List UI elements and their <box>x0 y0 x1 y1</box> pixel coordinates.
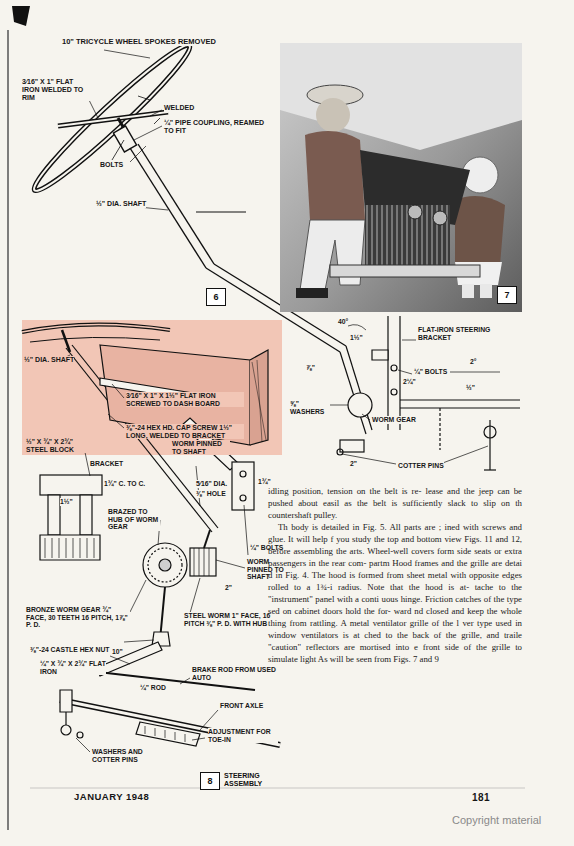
callout-label: WORM PINNED TO SHAFT <box>172 440 230 455</box>
callout-label: WELDED <box>164 104 194 112</box>
figure-number: 6 <box>213 292 218 302</box>
figure-number: 8 <box>207 776 212 786</box>
figure-number-box: 8STEERING ASSEMBLY <box>200 772 220 790</box>
callout-label: ¼" PIPE COUPLING, REAMED TO FIT <box>164 119 274 135</box>
callout-label: FRONT AXLE <box>220 702 263 710</box>
callout-label: 40° <box>338 318 348 326</box>
callout-label: ¼" BOLTS <box>414 368 447 376</box>
bracket-detail <box>337 316 520 470</box>
steering-assembly-fig8 <box>22 324 280 746</box>
callout-label: ⅜" HOLE <box>196 490 226 498</box>
footer-rule <box>30 788 525 789</box>
steering-wheel-fig6 <box>26 37 246 268</box>
figure-number: 7 <box>504 290 509 300</box>
callout-label: 2" <box>350 460 357 468</box>
callout-label: 3⁄16" X 1" X 1½" FLAT IRON SCREWED TO DA… <box>126 392 244 407</box>
callout-label: 2° <box>470 358 477 366</box>
callout-label: ¼" X ¾" X 2¾" FLAT IRON <box>40 660 106 675</box>
callout-label: BRAKE ROD FROM USED AUTO <box>192 666 282 681</box>
callout-label: BRAZED TO HUB OF WORM GEAR <box>108 508 160 531</box>
callout-label: ⅜"-24 CASTLE HEX NUT <box>30 646 110 654</box>
callout-label: ⅞" <box>306 364 315 372</box>
page-footer: 181 <box>472 792 490 803</box>
callout-label: ½" <box>466 384 475 392</box>
figure-number-box: 6 <box>206 288 226 306</box>
body-text: idling position, tension on the belt is … <box>268 486 522 522</box>
callout-label: WASHERS AND COTTER PINS <box>92 748 154 763</box>
photo-fig7 <box>280 43 522 312</box>
callout-label: STEEL WORM 1" FACE, 16 PITCH ⅜" P. D. WI… <box>184 612 280 627</box>
callout-label: 5⁄16" DIA. <box>196 480 227 488</box>
callout-label: FLAT-IRON STEERING BRACKET <box>418 326 498 341</box>
callout-label: BOLTS <box>100 161 123 169</box>
callout-label: 10" <box>112 648 123 656</box>
callout-label: WORM GEAR <box>372 416 416 424</box>
body-text: Th body is detailed in Fig. 5. All parts… <box>268 522 522 666</box>
figure-number-box: 7 <box>497 286 517 304</box>
callout-label: 1½" <box>60 498 73 506</box>
callout-label: 1¾" C. TO C. <box>104 480 145 488</box>
callout-label: BRONZE WORM GEAR ¾" FACE, 30 TEETH 16 PI… <box>26 606 130 629</box>
callout-label: 2¼" <box>403 378 416 386</box>
page-footer: JANUARY 1948 <box>74 792 149 803</box>
callout-label: ½" DIA. SHAFT <box>24 356 74 364</box>
scan-speck <box>12 6 30 26</box>
callout-label: ¼" ROD <box>140 684 166 692</box>
callout-label: COTTER PINS <box>398 462 444 470</box>
tint-panel <box>22 320 282 455</box>
callout-label: ADJUSTMENT FOR TOE-IN <box>208 728 278 743</box>
callout-label: 3⁄16" X 1" FLAT IRON WELDED TO RIM <box>22 78 92 101</box>
callout-label: 1½" <box>350 334 363 342</box>
figure-heading: STEERING ASSEMBLY <box>224 772 286 788</box>
page-edge <box>7 30 9 830</box>
watermark: Copyright material <box>452 814 541 826</box>
callout-label: ⅝" WASHERS <box>290 400 330 415</box>
callout-label: ½" DIA. SHAFT <box>96 200 146 208</box>
callout-label: ½" X ¾" X 2¾" STEEL BLOCK <box>26 438 88 453</box>
callout-label: ⅜"-24 HEX HD. CAP SCREW 1½" LONG, WELDED… <box>126 424 244 439</box>
callout-label: BRACKET <box>90 460 123 468</box>
callout-label: 2" <box>225 584 232 592</box>
callout-label: 1¾" <box>258 478 271 486</box>
callout-label: 10" TRICYCLE WHEEL SPOKES REMOVED <box>62 38 216 46</box>
